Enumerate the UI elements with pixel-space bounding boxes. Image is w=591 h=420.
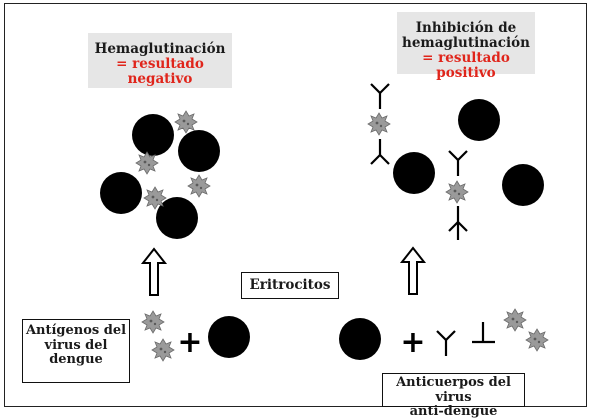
antigen-icon [143, 186, 167, 210]
agglutination-cluster [100, 110, 220, 239]
antibody-icon [435, 329, 457, 358]
antibody-icon [369, 137, 391, 166]
hemagglutination-diagram: + + [100, 82, 549, 362]
inhibition-cluster [367, 82, 544, 240]
antigen-icon [141, 310, 165, 334]
negative-result-text: = resultado negativo [116, 56, 204, 88]
erythrocytes-text: Eritrocitos [249, 277, 331, 293]
plus-sign: + [400, 325, 425, 360]
antigens-line2: virus del [44, 337, 108, 353]
erythrocyte-icon [458, 99, 500, 141]
erythrocytes-label: Eritrocitos [241, 272, 339, 299]
antigens-label: Antígenos del virus del dengue [22, 319, 130, 383]
erythrocyte-icon [208, 316, 250, 358]
antibody-icon [472, 322, 495, 344]
hemagglutination-label: Hemaglutinación = resultado negativo [88, 33, 232, 88]
erythrocyte-icon [156, 197, 198, 239]
inhibition-label: Inhibición de hemaglutinación = resultad… [397, 12, 535, 81]
inhibition-title-line1: Inhibición de [415, 20, 517, 36]
antigen-icon [135, 151, 159, 175]
antibody-icon [369, 82, 391, 111]
antibodies-line1: Anticuerpos del virus [396, 375, 511, 405]
antibodies-label: Anticuerpos del virus anti-dengue [382, 373, 525, 419]
antigen-icon [525, 328, 549, 352]
erythrocyte-icon [178, 130, 220, 172]
erythrocyte-icon [132, 114, 174, 156]
antigens-line3: dengue [49, 352, 103, 368]
arrow-up-icon [142, 248, 166, 296]
antigen-icon [151, 338, 175, 362]
hemagglutination-title: Hemaglutinación [94, 41, 226, 57]
arrow-up-icon [401, 247, 425, 295]
erythrocyte-icon [502, 164, 544, 206]
plus-sign: + [177, 325, 202, 360]
inhibition-title-line2: hemaglutinación [402, 35, 530, 52]
antigen-icon [367, 112, 391, 136]
antibody-icon [447, 149, 469, 178]
antigen-icon [187, 174, 211, 198]
antigen-icon [503, 308, 527, 332]
erythrocyte-icon [393, 152, 435, 194]
antigen-icon [445, 180, 469, 204]
antigens-line1: Antígenos del [25, 323, 127, 338]
erythrocyte-icon [339, 318, 381, 360]
antibodies-line2: anti-dengue [409, 404, 498, 420]
erythrocyte-icon [100, 172, 142, 214]
antigen-icon [174, 110, 198, 134]
positive-result-text: = resultado positivo [422, 50, 510, 82]
